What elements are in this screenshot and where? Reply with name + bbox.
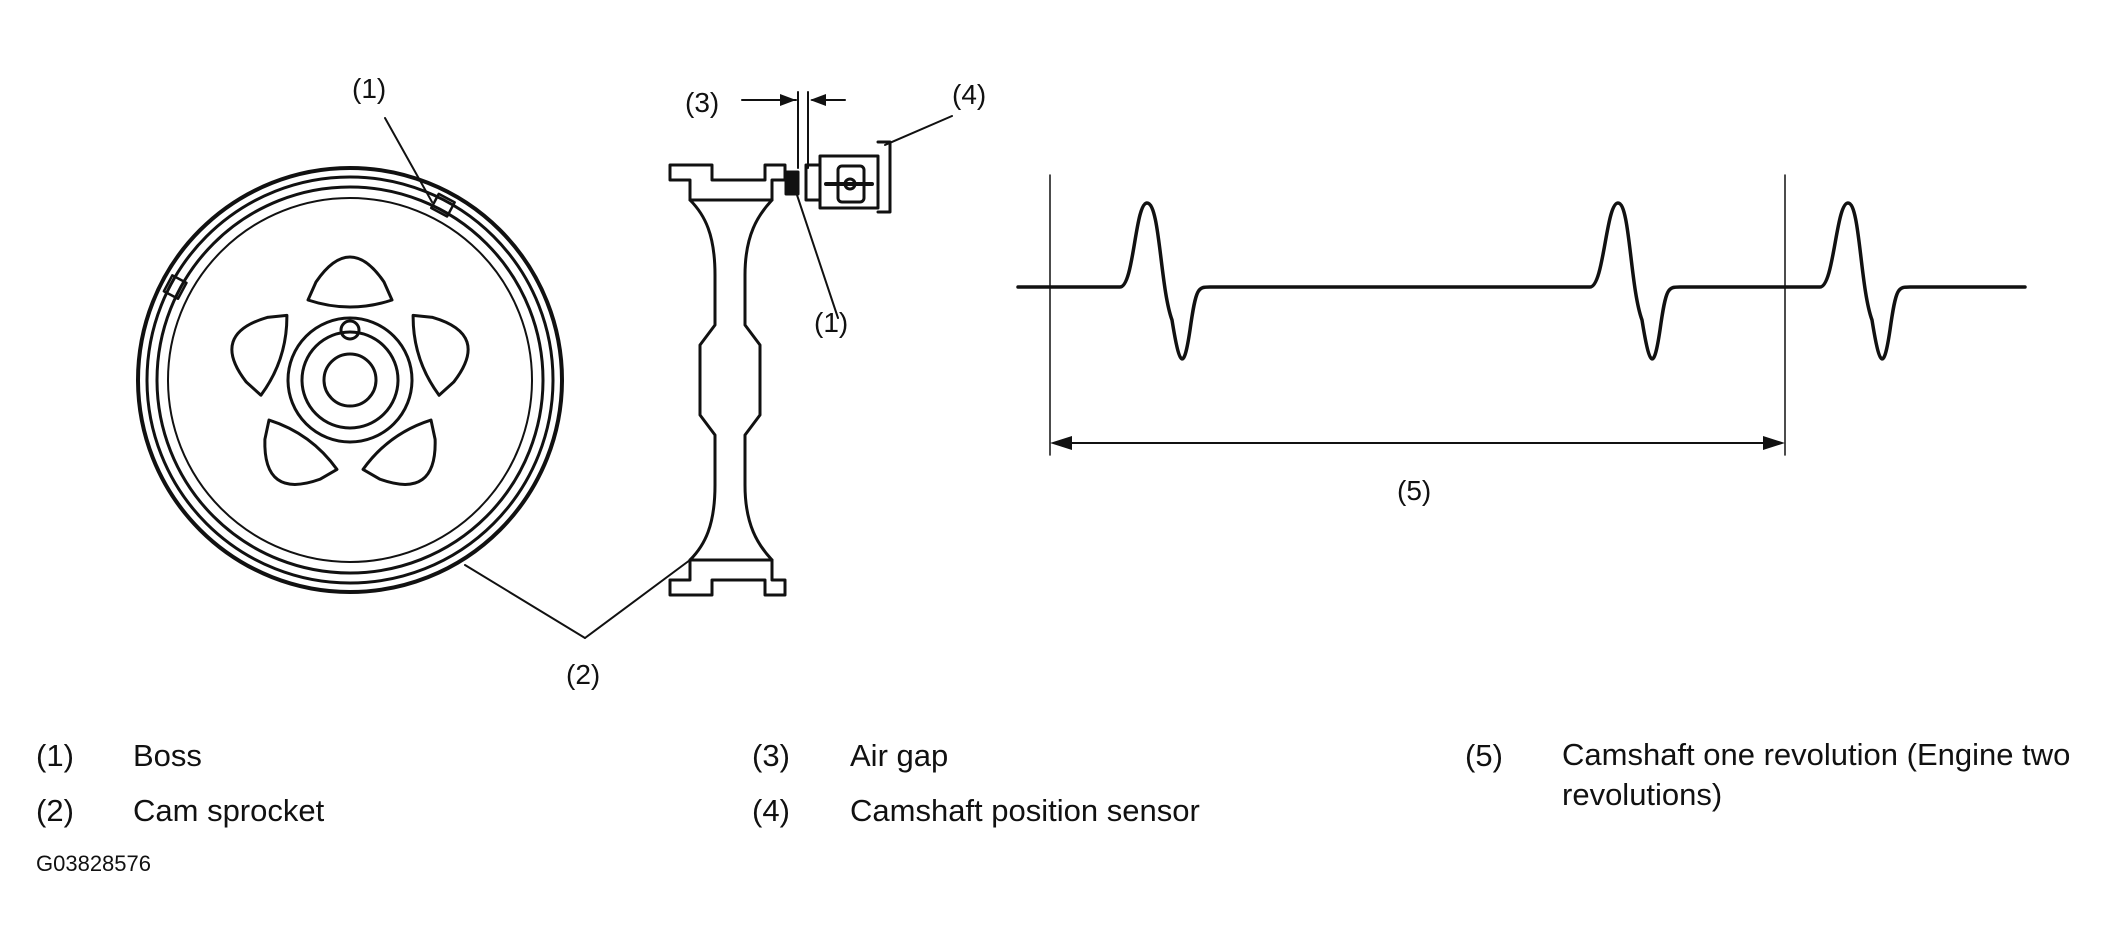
waveform-trace xyxy=(1016,201,2027,361)
camshaft-position-sensor xyxy=(804,140,892,214)
boss-marks xyxy=(162,192,456,300)
boss-side-mark xyxy=(784,170,800,196)
sensor-waveform xyxy=(1016,174,2027,456)
cam-sprocket-side-view xyxy=(668,163,800,597)
image-reference-code: G03828576 xyxy=(36,851,151,876)
callout-boss-side: (1) xyxy=(814,307,848,338)
legend-num-5: (5) xyxy=(1465,738,1503,773)
callout-revolution: (5) xyxy=(1397,475,1431,506)
legend-num-3: (3) xyxy=(752,738,790,773)
callout-air-gap: (3) xyxy=(685,87,719,118)
legend-text-revolution: Camshaft one revolution (Engine two revo… xyxy=(1562,737,2071,813)
legend-text-cam-sprocket: Cam sprocket xyxy=(133,793,325,828)
legend-num-1: (1) xyxy=(36,738,74,773)
leader-lines xyxy=(384,115,953,639)
legend-text-air-gap: Air gap xyxy=(850,738,949,773)
legend-num-2: (2) xyxy=(36,793,74,828)
legend-num-4: (4) xyxy=(752,793,790,828)
callout-sensor: (4) xyxy=(952,79,986,110)
callout-cam-sprocket: (2) xyxy=(566,659,600,690)
cam-sprocket-front-view xyxy=(136,166,564,594)
legend-text-sensor: Camshaft position sensor xyxy=(850,793,1200,828)
callout-boss-front: (1) xyxy=(352,73,386,104)
spoke-windows xyxy=(230,255,470,486)
legend-text-boss: Boss xyxy=(133,738,202,773)
